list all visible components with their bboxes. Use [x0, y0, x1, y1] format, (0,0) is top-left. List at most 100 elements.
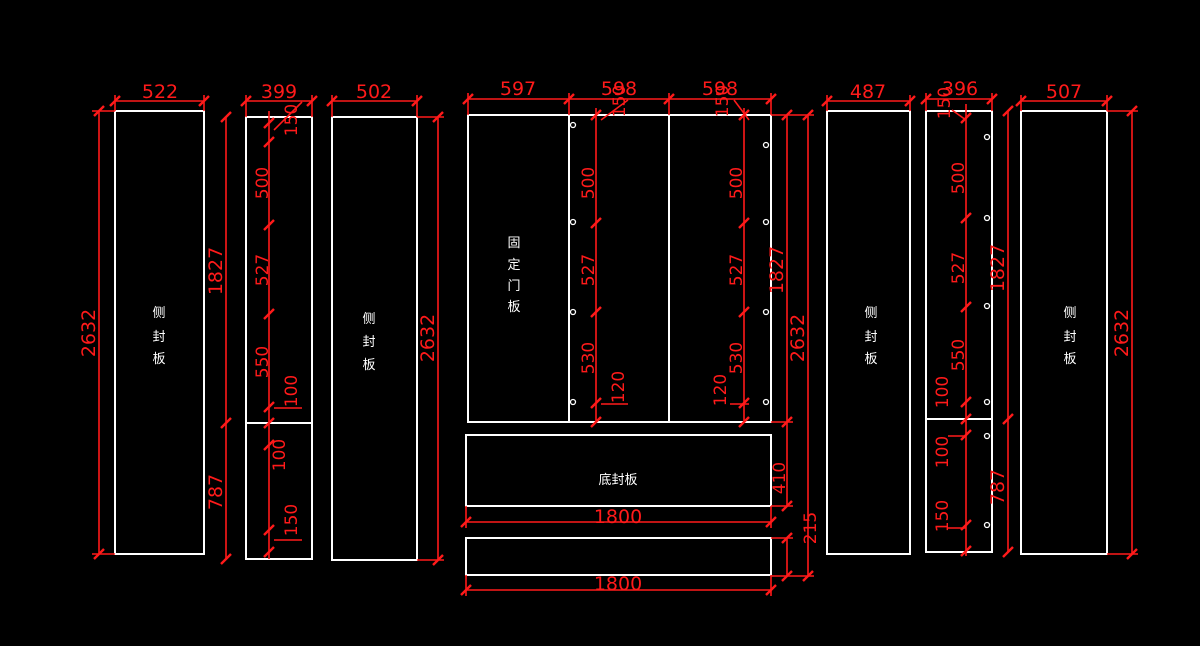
p2-s6-text: 150 [282, 504, 302, 536]
c-chain1-tick-2 [590, 306, 602, 318]
p2-s5-text: 100 [270, 439, 290, 471]
hole-c1-4 [569, 398, 577, 406]
side-panel-5: 侧 封 板 487 [821, 81, 916, 555]
p2-width-tick-left [240, 95, 252, 107]
c-chain2-tick-1 [738, 217, 750, 229]
p5-width-tick-left [821, 95, 833, 107]
drawer-width-tick-right [765, 516, 777, 528]
c-top1-leader [600, 99, 629, 121]
c-w3-text: 598 [702, 78, 738, 100]
c-width-tick-2 [563, 93, 575, 105]
p7-height-tick-bottom [1126, 548, 1138, 560]
base-height-tick-bottom [781, 570, 793, 582]
base-width-tick-left [460, 584, 472, 596]
bottom-panel-label: 底封板 [598, 472, 637, 488]
side-panel-5-label-3: 板 [864, 352, 877, 367]
base-width-text: 1800 [594, 573, 642, 595]
c-chain1-tick-4 [590, 416, 602, 428]
p6-chain-tick-5 [960, 429, 972, 441]
c-w1-text: 597 [500, 78, 536, 100]
side-panel-3: 侧 封 板 502 2632 [326, 81, 444, 566]
hole-c3-2 [762, 218, 770, 226]
side-panel-7-label-2: 封 [1063, 330, 1076, 345]
p6-outer-tick-bottom [1002, 546, 1014, 558]
p7-width-text: 507 [1046, 81, 1082, 103]
p2-chain-tick-2 [263, 219, 275, 231]
hole-c3-3 [762, 308, 770, 316]
p3-height-tick-top [432, 111, 444, 123]
p7-height-text: 2632 [1111, 309, 1133, 357]
hole-p6-2 [983, 214, 991, 222]
p2-chain-tick-5 [263, 417, 275, 429]
side-panel-3-label-2: 封 [362, 335, 375, 350]
drawer-height-text: 410 [770, 462, 790, 494]
p2-chain-tick-1 [263, 136, 275, 148]
p1-height-text: 2632 [78, 309, 100, 357]
c-w2-text: 598 [601, 78, 637, 100]
p6-s3-text: 550 [949, 339, 969, 371]
side-panel-1-label-1: 侧 [152, 306, 165, 321]
p2-outer-tick-top [220, 111, 232, 123]
p6-s6-text: 150 [933, 500, 953, 532]
p6-s1-text: 500 [949, 162, 969, 194]
p6-outer-tick-mid [1002, 413, 1014, 425]
fixed-door-label-3: 门 [507, 279, 520, 294]
p3-height-text: 2632 [417, 314, 439, 362]
c-chain1-tick-0 [590, 109, 602, 121]
side-panel-6-outline [925, 110, 993, 553]
p6-width-tick-right [986, 93, 998, 105]
p2-s3-text: 550 [253, 346, 273, 378]
c-width-tick-4 [765, 93, 777, 105]
p2-s2-text: 527 [253, 254, 273, 286]
p1-width-text: 522 [142, 81, 178, 103]
hole-p6-5 [983, 432, 991, 440]
p6-chain-tick-2 [960, 301, 972, 313]
side-panel-5-label-1: 侧 [864, 306, 877, 321]
c-s4-text: 120 [609, 371, 629, 403]
p2-chain-tick-0 [263, 117, 275, 129]
fixed-door-label-2: 定 [507, 258, 520, 273]
side-panel-1: 侧 封 板 522 2632 [78, 81, 210, 560]
p2-chain-tick-7 [263, 524, 275, 536]
c-total-tick-top [802, 109, 814, 121]
c-upper-text: 1827 [766, 246, 788, 294]
side-panel-3-outline [331, 116, 418, 561]
p1-height-tick-top [93, 105, 105, 117]
p2-upper-text: 1827 [205, 247, 227, 295]
p6-s2-text: 527 [949, 252, 969, 284]
side-panel-3-label-3: 板 [362, 358, 375, 373]
p3-width-text: 502 [356, 81, 392, 103]
c-s3-text: 530 [579, 342, 599, 374]
fixed-door-label-1: 固 [507, 236, 520, 251]
c-chain1-tick-1 [590, 217, 602, 229]
p6-top-text: 150 [935, 87, 955, 119]
hole-c1-1 [569, 121, 577, 129]
hole-c1-2 [569, 218, 577, 226]
base-width-tick-right [765, 584, 777, 596]
p1-height-tick-bottom [93, 548, 105, 560]
c-top2-text: 150 [713, 85, 733, 117]
p6-outer-tick-top [1002, 105, 1014, 117]
hole-c3-4 [762, 398, 770, 406]
p2-outer-tick-mid [220, 417, 232, 429]
c-r2-text: 527 [727, 254, 747, 286]
p2-chain-tick-4 [263, 401, 275, 413]
side-panel-7-label-1: 侧 [1063, 306, 1076, 321]
hole-c3-1 [762, 141, 770, 149]
center-upper-outline [467, 114, 772, 423]
side-panel-7-outline [1020, 110, 1108, 555]
p2-outer-tick-bottom [220, 553, 232, 565]
p6-chain-tick-3 [960, 396, 972, 408]
drawer-width-tick-left [460, 516, 472, 528]
p6-width-tick-left [920, 93, 932, 105]
p6-chain-tick-4 [960, 413, 972, 425]
side-panel-2: 399 150 500 527 550 100 100 150 1827 787 [205, 81, 318, 565]
side-panel-5-outline [826, 110, 911, 555]
side-panel-5-label-2: 封 [864, 330, 877, 345]
base-panel-outline [465, 537, 772, 576]
c-r4-text: 120 [711, 374, 731, 406]
side-panel-1-label-3: 板 [152, 352, 165, 367]
p2-top-text: 150 [282, 104, 302, 136]
p6-s5-text: 100 [933, 436, 953, 468]
side-panel-3-label-1: 侧 [362, 312, 375, 327]
